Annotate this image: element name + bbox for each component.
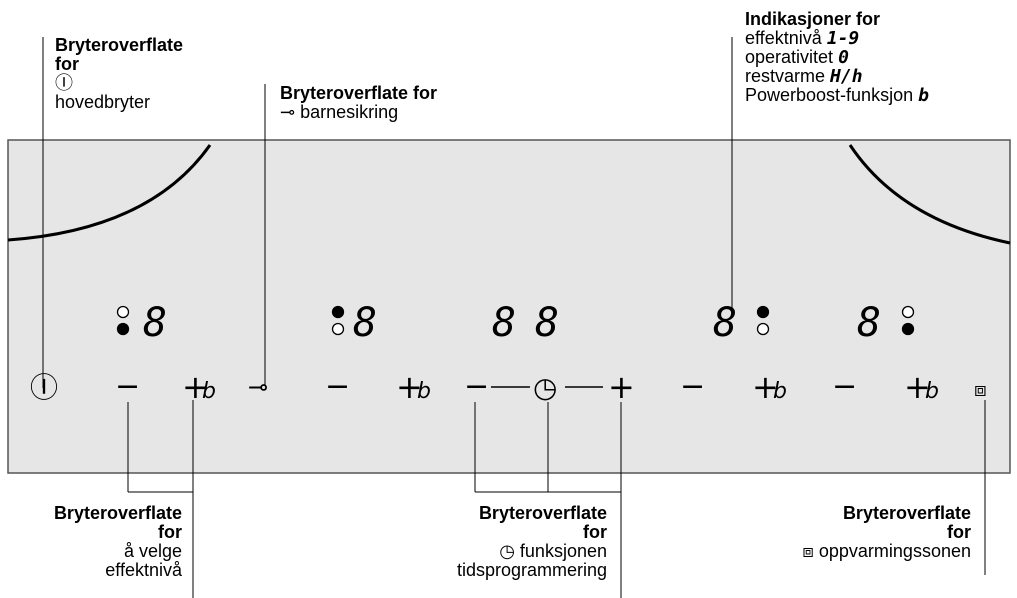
power-icon[interactable]: Ⓘ	[30, 371, 58, 404]
minus-button-timer[interactable]: −	[464, 369, 489, 404]
label-child-lock: Bryteroverflate for ⊸ barnesikring	[280, 83, 438, 122]
boost-icon-zone3: b	[773, 379, 787, 404]
label-main-switch: Bryteroverflate for Ⓘ hovedbryter	[55, 35, 184, 112]
cooktop-panel	[7, 139, 1011, 474]
cooking-zone-left	[7, 144, 212, 242]
display-zone2: 8	[353, 300, 377, 346]
display-zone1: 8	[143, 300, 167, 346]
minus-button-zone2[interactable]: −	[325, 369, 350, 404]
label-power-level: Bryteroverflate for å velge effektnivå	[53, 503, 182, 580]
display-zone3: 8	[713, 300, 737, 346]
plus-button-zone4[interactable]: +	[904, 368, 931, 406]
boost-icon-zone4: b	[925, 379, 939, 404]
minus-button-zone1[interactable]: −	[115, 369, 140, 404]
label-timer: Bryteroverflate for ◷ funksjonen tidspro…	[456, 503, 607, 580]
clock-icon[interactable]: ◷	[533, 371, 557, 404]
plus-button-zone1[interactable]: +	[182, 368, 209, 406]
clock-icon-label: ◷	[499, 541, 515, 561]
display-zone4: 8	[857, 300, 881, 346]
power-icon-label: Ⓘ	[55, 73, 73, 93]
boost-icon-zone1: b	[202, 379, 216, 404]
minus-button-zone4[interactable]: −	[832, 369, 857, 404]
indicator-dots	[116, 305, 915, 336]
cooking-zone-right	[848, 144, 1011, 245]
leader-lines	[42, 37, 986, 598]
plus-button-zone3[interactable]: +	[752, 368, 779, 406]
minus-button-zone3[interactable]: −	[680, 369, 705, 404]
warming-icon-label: ⧈	[802, 541, 814, 561]
label-indications: Indikasjoner for effektnivå 1-9 operativ…	[745, 9, 929, 106]
warming-zone-icon[interactable]: ⧈	[974, 377, 987, 401]
key-lock-icon[interactable]: ⊸	[248, 373, 268, 401]
plus-button-timer[interactable]: +	[608, 368, 635, 406]
plus-button-zone2[interactable]: +	[396, 368, 423, 406]
key-icon: ⊸	[280, 102, 296, 122]
display-timer-2: 8	[535, 300, 559, 346]
label-warming-zone: Bryteroverflate for ⧈ oppvarmingssonen	[802, 503, 971, 561]
boost-icon-zone2: b	[417, 379, 431, 404]
display-timer-1: 8	[492, 300, 516, 346]
